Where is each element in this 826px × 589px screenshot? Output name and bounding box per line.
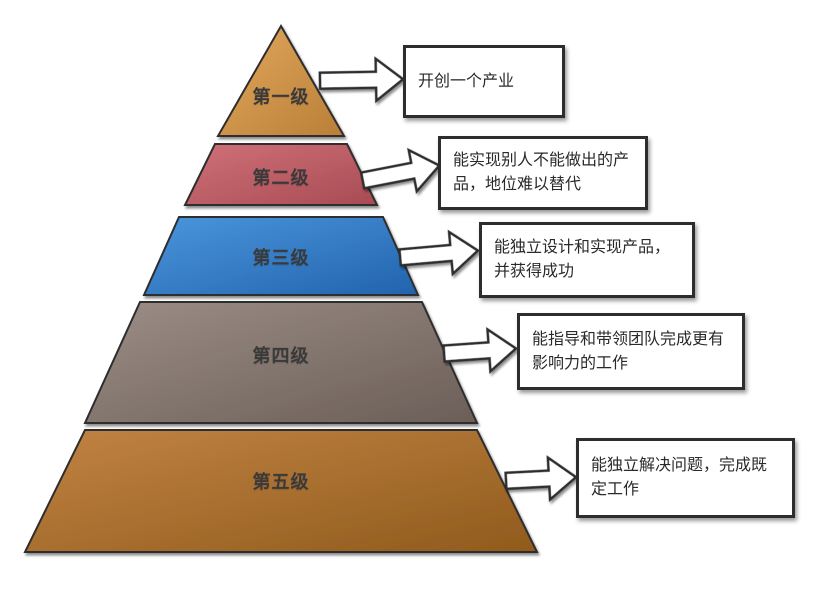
arrow-level-3-icon [398,229,480,277]
pyramid-level-3-label: 第三级 [252,248,310,268]
pyramid-level-2-shape [183,143,379,206]
description-box-level-5: 能独立解决问题，完成既定工作 [576,438,795,518]
description-text-level-1: 开创一个产业 [418,72,515,90]
pyramid-level-1-label: 第一级 [252,87,310,107]
arrow-level-2-icon [359,147,442,195]
description-box-level-3: 能独立设计和实现产品，并获得成功 [479,222,695,298]
pyramid-level-5-label: 第五级 [252,472,310,492]
arrow-level-5-icon [504,455,578,503]
description-text-level-2: 能实现别人不能做出的产品，地位难以替代 [453,152,630,193]
pyramid-level-5-shape [23,429,539,553]
description-box-level-2: 能实现别人不能做出的产品，地位难以替代 [438,136,648,210]
arrow-level-4-icon [442,326,518,374]
pyramid-level-3-shape [142,216,420,296]
arrow-level-1-icon [318,56,406,104]
pyramid-level-1-shape [216,23,346,137]
description-box-level-4: 能指导和带领团队完成更有影响力的工作 [517,313,745,390]
description-box-level-1: 开创一个产业 [403,45,565,118]
description-text-level-4: 能指导和带领团队完成更有影响力的工作 [532,330,725,372]
pyramid-level-2-label: 第二级 [252,168,310,188]
pyramid-level-4-shape [83,301,479,424]
pyramid-level-4-label: 第四级 [252,346,310,366]
description-text-level-3: 能独立设计和实现产品，并获得成功 [494,239,671,280]
description-text-level-5: 能独立解决问题，完成既定工作 [591,457,768,498]
